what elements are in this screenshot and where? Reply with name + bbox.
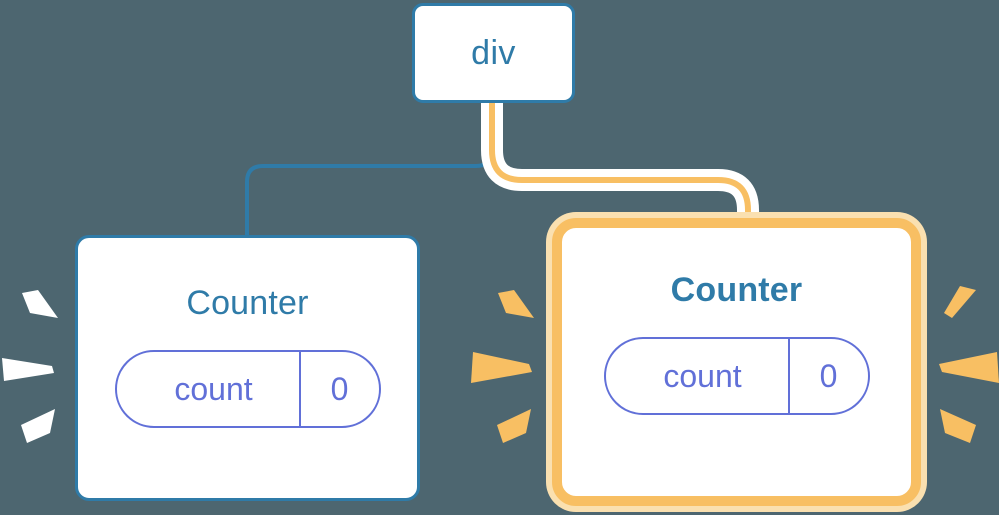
spark-icon (940, 409, 976, 443)
state-pill-counter-left: count 0 (114, 350, 381, 428)
node-div-label: div (471, 33, 516, 72)
state-value: 0 (298, 352, 379, 426)
state-value: 0 (787, 339, 868, 413)
state-pill-counter-right: count 0 (603, 337, 870, 415)
spark-icon (498, 290, 534, 318)
spark-icon (471, 352, 532, 383)
node-counter-right-label: Counter (670, 271, 803, 309)
node-counter-left-label: Counter (186, 284, 309, 322)
spark-icon (2, 358, 54, 381)
sparks-left-of-counter-left (2, 290, 58, 443)
spark-icon (939, 352, 999, 383)
node-div[interactable]: div (412, 3, 575, 103)
state-key: count (663, 357, 742, 394)
spark-icon (22, 290, 58, 318)
state-key: count (174, 370, 253, 407)
connector-div-to-counter-left (245, 103, 494, 236)
spark-icon (21, 409, 55, 443)
sparks-right-of-counter-left (471, 290, 534, 443)
sparks-right-of-counter-right (939, 286, 999, 443)
connector-div-to-counter-right-casing (481, 103, 759, 232)
spark-icon (944, 286, 976, 318)
connector-div-to-counter-right (489, 103, 751, 232)
spark-icon (497, 409, 531, 443)
node-counter-left[interactable]: Counter count 0 (75, 235, 420, 501)
node-counter-right[interactable]: Counter count 0 (552, 218, 921, 506)
